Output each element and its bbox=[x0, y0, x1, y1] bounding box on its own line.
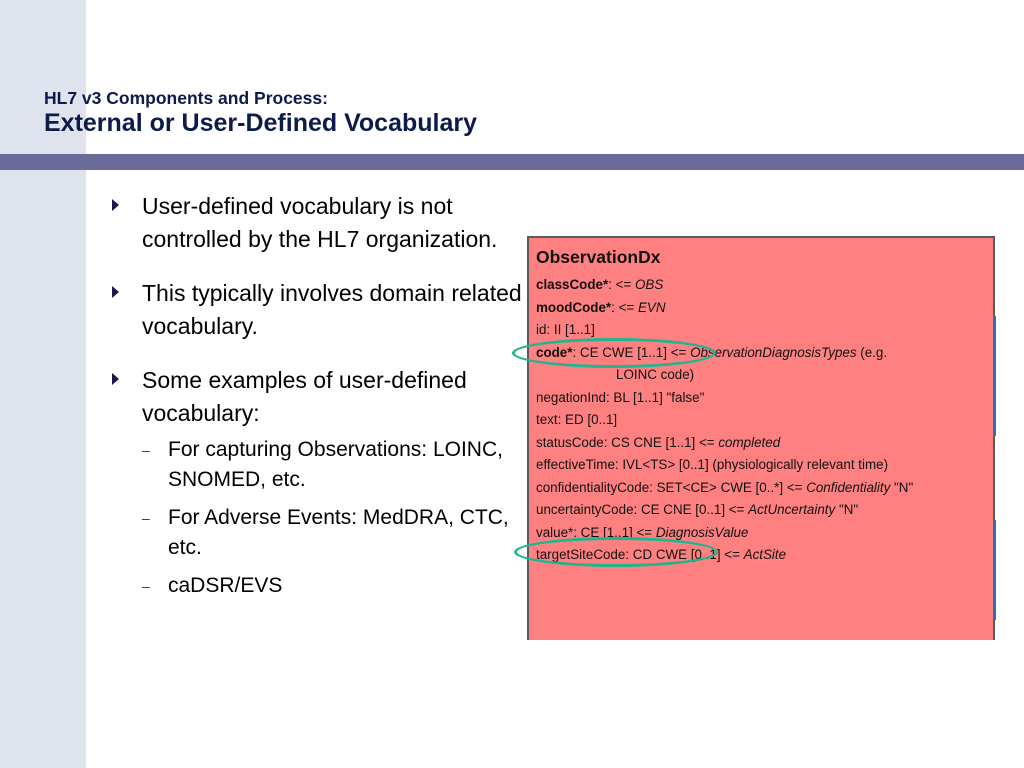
bullet-text: Some examples of user-defined vocabulary… bbox=[142, 367, 467, 426]
attribute-vocabulary: ActSite bbox=[743, 547, 787, 562]
attribute-tail: (e.g. bbox=[856, 344, 888, 360]
observation-attribute-line: statusCode: CS CNE [1..1] <= completed bbox=[536, 432, 913, 455]
observation-attribute-line: value*: CE [1..1] <= DiagnosisValue bbox=[536, 522, 913, 545]
bullet-text: This typically involves domain related v… bbox=[142, 280, 522, 339]
observation-attribute-line: LOINC code) bbox=[536, 364, 913, 387]
sub-bullet-item: – caDSR/EVS bbox=[142, 571, 522, 601]
bullet-item: User-defined vocabulary is not controlle… bbox=[112, 190, 522, 255]
bullet-text: User-defined vocabulary is not controlle… bbox=[142, 193, 498, 252]
attribute-text: text: ED [0..1] bbox=[536, 412, 618, 427]
attribute-vocabulary: OBS bbox=[635, 277, 664, 292]
attribute-key: classCode* bbox=[536, 277, 609, 292]
attribute-text: negationInd: BL [1..1] "false" bbox=[536, 389, 705, 405]
attribute-vocabulary: completed bbox=[718, 434, 781, 450]
slide-title-area: HL7 v3 Components and Process: External … bbox=[44, 88, 477, 138]
sub-bullet-item: – For Adverse Events: MedDRA, CTC, etc. bbox=[142, 503, 522, 563]
slide-title: External or User-Defined Vocabulary bbox=[44, 109, 478, 137]
attribute-key: moodCode* bbox=[536, 299, 612, 315]
dash-bullet-icon: – bbox=[142, 578, 150, 594]
attribute-text: effectiveTime: IVL<TS> [0..1] (physiolog… bbox=[536, 457, 889, 472]
attribute-vocabulary: EVN bbox=[637, 299, 666, 315]
sub-bullet-text: For capturing Observations: LOINC, SNOME… bbox=[168, 438, 503, 491]
left-sidebar-band bbox=[0, 0, 86, 768]
sub-bullet-item: – For capturing Observations: LOINC, SNO… bbox=[142, 435, 522, 495]
attribute-vocabulary: ObservationDiagnosisTypes bbox=[690, 344, 857, 360]
attribute-text: : <= bbox=[611, 299, 638, 315]
observation-attribute-line: moodCode*: <= EVN bbox=[536, 297, 913, 320]
sub-bullet-list: – For capturing Observations: LOINC, SNO… bbox=[142, 435, 522, 601]
attribute-vocabulary: ActUncertainty bbox=[748, 502, 836, 517]
dash-bullet-icon: – bbox=[142, 442, 150, 458]
bullet-list: User-defined vocabulary is not controlle… bbox=[112, 190, 522, 623]
attribute-tail: "N" bbox=[890, 479, 914, 495]
attribute-vocabulary: Confidentiality bbox=[806, 479, 891, 495]
dash-bullet-icon: – bbox=[142, 510, 150, 526]
sub-bullet-text: caDSR/EVS bbox=[168, 574, 283, 597]
title-divider bbox=[0, 154, 1024, 170]
observation-class-title: ObservationDx bbox=[536, 247, 661, 267]
bullet-item: Some examples of user-defined vocabulary… bbox=[112, 364, 522, 601]
observation-attribute-line: classCode*: <= OBS bbox=[536, 274, 913, 297]
observation-attribute-line: uncertaintyCode: CE CNE [0..1] <= ActUnc… bbox=[536, 499, 913, 522]
triangle-bullet-icon bbox=[112, 373, 119, 385]
attribute-text: : <= bbox=[608, 277, 636, 292]
slide-subtitle: HL7 v3 Components and Process: bbox=[44, 88, 328, 108]
attribute-vocabulary: DiagnosisValue bbox=[655, 524, 749, 540]
observation-attribute-line: negationInd: BL [1..1] "false" bbox=[536, 387, 913, 410]
bullet-item: This typically involves domain related v… bbox=[112, 277, 522, 342]
attribute-tail: "N" bbox=[835, 502, 859, 517]
attribute-text: uncertaintyCode: CE CNE [0..1] <= bbox=[536, 502, 749, 517]
attribute-text: value*: CE [1..1] <= bbox=[536, 524, 656, 540]
observation-attribute-line: text: ED [0..1] bbox=[536, 409, 913, 432]
code-highlight-ellipse bbox=[512, 338, 716, 368]
observation-attribute-line: effectiveTime: IVL<TS> [0..1] (physiolog… bbox=[536, 454, 913, 477]
attribute-text: id: II [1..1] bbox=[536, 322, 595, 337]
attribute-text: LOINC code) bbox=[616, 367, 695, 382]
target-site-highlight-ellipse bbox=[514, 537, 718, 567]
triangle-bullet-icon bbox=[112, 199, 119, 211]
attribute-text: confidentialityCode: SET<CE> CWE [0..*] … bbox=[536, 479, 807, 495]
observation-attribute-line: confidentialityCode: SET<CE> CWE [0..*] … bbox=[536, 477, 913, 500]
sub-bullet-text: For Adverse Events: MedDRA, CTC, etc. bbox=[168, 506, 509, 559]
attribute-text: statusCode: CS CNE [1..1] <= bbox=[536, 434, 719, 450]
observation-attribute-line: id: II [1..1] bbox=[536, 319, 913, 342]
triangle-bullet-icon bbox=[112, 286, 119, 298]
side-connector-mark bbox=[993, 316, 996, 436]
side-connector-mark bbox=[993, 520, 996, 620]
